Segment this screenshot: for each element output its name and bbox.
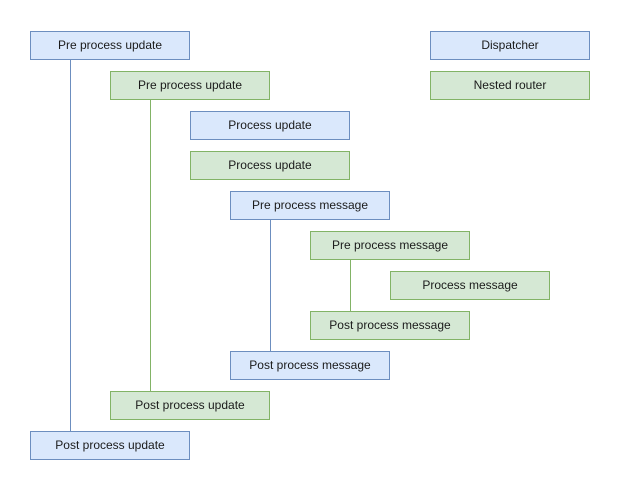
node-label: Pre process update (137, 77, 243, 92)
legend-item-label: Nested router (473, 77, 547, 92)
node-label: Post process update (135, 397, 245, 412)
node-n6[interactable]: Pre process message (310, 231, 470, 260)
node-label: Pre process update (57, 37, 163, 52)
node-label: Post process message (329, 317, 451, 332)
node-label: Process update (228, 157, 312, 172)
node-n4[interactable]: Process update (190, 151, 350, 180)
node-n5[interactable]: Pre process message (230, 191, 390, 220)
node-n11[interactable]: Post process update (30, 431, 190, 460)
node-label: Pre process message (251, 197, 369, 212)
node-n1[interactable]: Pre process update (30, 31, 190, 60)
connector-n1-to-n11 (70, 60, 71, 431)
connector-n5-to-n9 (270, 220, 271, 351)
node-label: Post process update (55, 437, 165, 452)
node-n3[interactable]: Process update (190, 111, 350, 140)
connector-n6-to-n8 (350, 260, 351, 311)
legend-item-label: Dispatcher (481, 37, 539, 52)
node-n8[interactable]: Post process message (310, 311, 470, 340)
node-n10[interactable]: Post process update (110, 391, 270, 420)
node-label: Pre process message (331, 237, 449, 252)
node-n7[interactable]: Process message (390, 271, 550, 300)
node-label: Post process message (249, 357, 371, 372)
connector-n2-to-n10 (150, 100, 151, 391)
node-label: Process update (228, 117, 312, 132)
node-n9[interactable]: Post process message (230, 351, 390, 380)
legend-item-dispatcher[interactable]: Dispatcher (430, 31, 590, 60)
legend-item-nested-router[interactable]: Nested router (430, 71, 590, 100)
node-n2[interactable]: Pre process update (110, 71, 270, 100)
node-label: Process message (422, 277, 518, 292)
